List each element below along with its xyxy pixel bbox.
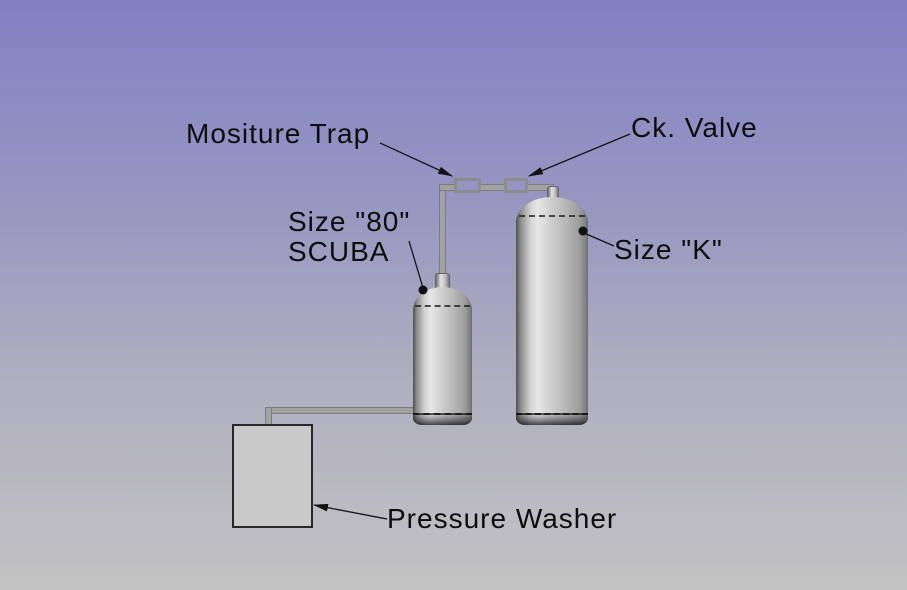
scuba-tank bbox=[413, 287, 472, 425]
pressure-washer-box bbox=[232, 424, 313, 528]
label-size-k: Size "K" bbox=[614, 234, 723, 265]
moisture-trap-fitting bbox=[454, 178, 481, 193]
label-check-valve: Ck. Valve bbox=[631, 112, 758, 143]
pressure-washer-arrow bbox=[313, 503, 388, 520]
check-valve-arrow bbox=[528, 133, 631, 177]
scuba-tank-valve-stem bbox=[435, 273, 450, 291]
label-scuba-size-line2: SCUBA bbox=[288, 236, 390, 267]
label-scuba-size-line1: Size "80" bbox=[288, 206, 411, 237]
tank-seam bbox=[518, 215, 586, 217]
size-k-leader-line bbox=[583, 232, 615, 247]
k-tank bbox=[516, 197, 588, 425]
pipe-bottom-horizontal bbox=[265, 407, 418, 414]
pipe-top-segment-2 bbox=[478, 184, 507, 191]
moisture-trap-arrow bbox=[379, 142, 453, 177]
pipe-vertical-left bbox=[439, 184, 446, 278]
label-scuba-size: Size "80" SCUBA bbox=[288, 207, 410, 267]
tank-foot bbox=[516, 413, 588, 425]
label-pressure-washer: Pressure Washer bbox=[387, 503, 618, 534]
tank-foot bbox=[413, 413, 472, 425]
scuba-leader-line bbox=[408, 240, 424, 289]
label-moisture-trap: Mositure Trap bbox=[186, 118, 371, 149]
tank-seam bbox=[415, 305, 470, 307]
check-valve-fitting bbox=[504, 178, 528, 193]
